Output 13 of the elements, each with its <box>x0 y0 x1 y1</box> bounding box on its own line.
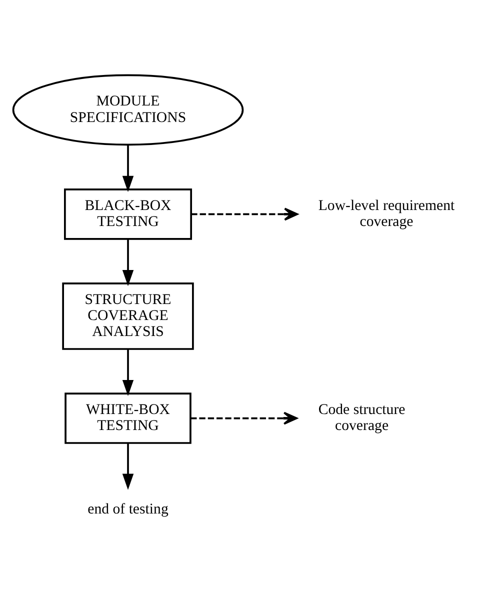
arrow <box>122 145 134 192</box>
node-box: WHITE-BOX TESTING <box>64 392 192 444</box>
node-ellipse: MODULE SPECIFICATIONS <box>12 74 244 146</box>
node-text: Code structure coverage <box>318 402 406 434</box>
arrow <box>190 412 298 425</box>
node-box: BLACK-BOX TESTING <box>64 188 192 240</box>
node-text: end of testing <box>88 502 168 518</box>
node-box: STRUCTURE COVERAGE ANALYSIS <box>62 282 194 350</box>
node-text: Low-level requirement coverage <box>318 198 455 230</box>
arrow <box>122 239 134 286</box>
arrow <box>122 350 134 396</box>
arrow <box>191 208 298 221</box>
arrow <box>122 443 134 490</box>
